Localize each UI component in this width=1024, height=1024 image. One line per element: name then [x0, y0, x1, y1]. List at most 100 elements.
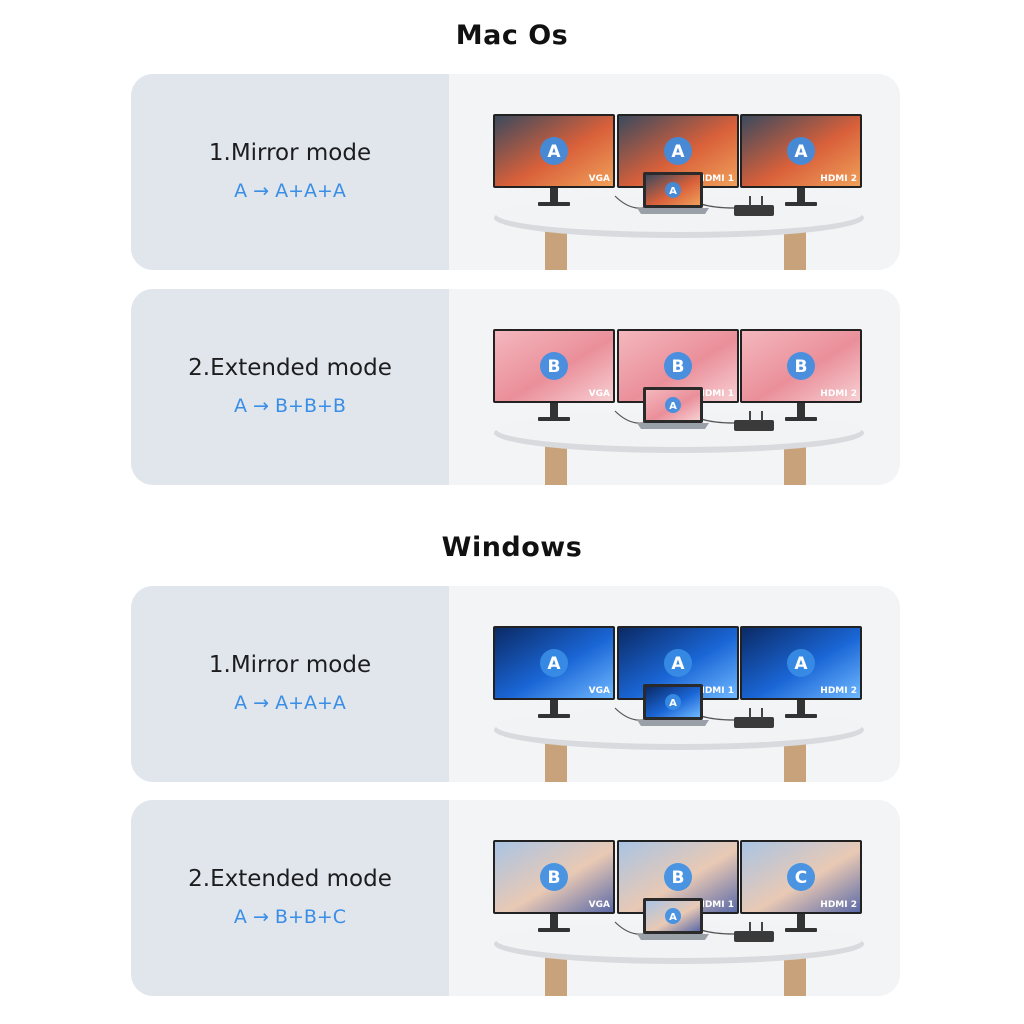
cable: [700, 418, 735, 424]
docking-hub: [734, 205, 774, 216]
screen-letter: C: [795, 868, 807, 888]
table-leg: [784, 950, 806, 996]
mode-formula: A → A+A+A: [234, 692, 346, 714]
port-label: HDMI 1: [697, 686, 734, 696]
table-leg: [784, 224, 806, 270]
monitor-stand-base: [538, 417, 570, 421]
monitor-stand: [550, 188, 558, 204]
port-label: HDMI 1: [697, 389, 734, 399]
monitor-stand: [797, 914, 805, 930]
table-leg: [545, 439, 567, 485]
screen-letter-badge: [664, 137, 692, 165]
laptop-letter-badge: [665, 182, 681, 198]
table-leg: [545, 736, 567, 782]
port-label: HDMI 2: [820, 900, 857, 910]
monitor-stand: [550, 914, 558, 930]
desk-setup-illustration: B VGA B HDMI 1 C HDMI 2 A: [493, 840, 864, 996]
table-leg: [545, 950, 567, 996]
monitor-stand: [797, 403, 805, 419]
mode-formula: A → A+A+A: [234, 180, 346, 202]
monitor-stand-base: [538, 928, 570, 932]
docking-hub: [734, 420, 774, 431]
screen-letter-badge: [787, 352, 815, 380]
table-leg: [784, 736, 806, 782]
mode-card-illustration-panel: A VGA A HDMI 1 A HDMI 2 A: [449, 586, 900, 782]
screen-letter-badge: [787, 863, 815, 891]
port-label: VGA: [589, 174, 610, 184]
screen-letter-badge: [787, 649, 815, 677]
monitor-stand-base: [538, 714, 570, 718]
screen-letter: B: [795, 357, 808, 377]
screen-letter-badge: [540, 137, 568, 165]
screen-letter: A: [671, 142, 685, 162]
table-leg: [545, 224, 567, 270]
screen-letter-badge: [540, 649, 568, 677]
hub-cable: [749, 411, 751, 421]
monitor-stand: [550, 403, 558, 419]
monitor-stand-base: [785, 202, 817, 206]
monitor-stand: [797, 188, 805, 204]
screen-letter: B: [548, 357, 561, 377]
screen-letter: B: [548, 868, 561, 888]
screen-letter-badge: [540, 352, 568, 380]
mode-card-text-panel: 2.Extended mode A → B+B+B: [131, 289, 449, 485]
mode-title: 1.Mirror mode: [208, 652, 372, 678]
screen-letter-badge: [664, 352, 692, 380]
monitor-stand-base: [538, 202, 570, 206]
screen-letter: A: [547, 142, 561, 162]
screen-letter: B: [672, 868, 685, 888]
mode-card-text-panel: 2.Extended mode A → B+B+C: [131, 800, 449, 996]
screen-letter-badge: [664, 649, 692, 677]
port-label: HDMI 2: [820, 686, 857, 696]
port-label: VGA: [589, 686, 610, 696]
screen-letter-badge: [787, 137, 815, 165]
laptop-letter: A: [669, 186, 677, 197]
screen-letter: A: [547, 654, 561, 674]
cable: [700, 715, 735, 721]
hub-cable: [749, 708, 751, 718]
mode-title: 2.Extended mode: [188, 866, 392, 892]
laptop-base: [637, 720, 709, 726]
monitor-stand-base: [785, 714, 817, 718]
screen-letter: A: [794, 142, 808, 162]
cable: [700, 203, 735, 209]
docking-hub: [734, 717, 774, 728]
section-title-mac-os: Mac Os: [455, 20, 569, 51]
mode-card-text-panel: 1.Mirror mode A → A+A+A: [131, 586, 449, 782]
screen-letter-badge: [540, 863, 568, 891]
table-leg: [784, 439, 806, 485]
port-label: HDMI 1: [697, 900, 734, 910]
laptop-letter: A: [669, 401, 677, 412]
port-label: HDMI 2: [820, 174, 857, 184]
port-label: HDMI 2: [820, 389, 857, 399]
monitor-stand: [550, 700, 558, 716]
port-label: VGA: [589, 389, 610, 399]
mode-card-text-panel: 1.Mirror mode A → A+A+A: [131, 74, 449, 270]
desk-setup-illustration: A VGA A HDMI 1 A HDMI 2 A: [493, 114, 864, 270]
laptop-base: [637, 423, 709, 429]
monitor-stand-base: [785, 928, 817, 932]
laptop-letter-badge: [665, 397, 681, 413]
mode-title: 2.Extended mode: [188, 355, 392, 381]
desk-setup-illustration: A VGA A HDMI 1 A HDMI 2 A: [493, 626, 864, 782]
screen-letter-badge: [664, 863, 692, 891]
screen-letter: A: [794, 654, 808, 674]
port-label: VGA: [589, 900, 610, 910]
laptop-letter: A: [669, 912, 677, 923]
laptop-letter: A: [669, 698, 677, 709]
hub-cable: [761, 708, 763, 718]
laptop-letter-badge: [665, 908, 681, 924]
hub-cable: [749, 922, 751, 932]
hub-cable: [761, 411, 763, 421]
port-label: HDMI 1: [697, 174, 734, 184]
mode-card-illustration-panel: A VGA A HDMI 1 A HDMI 2 A: [449, 74, 900, 270]
hub-cable: [749, 196, 751, 206]
screen-letter: A: [671, 654, 685, 674]
docking-hub: [734, 931, 774, 942]
cable: [700, 929, 735, 935]
laptop-letter-badge: [665, 694, 681, 710]
mode-formula: A → B+B+C: [233, 906, 347, 928]
